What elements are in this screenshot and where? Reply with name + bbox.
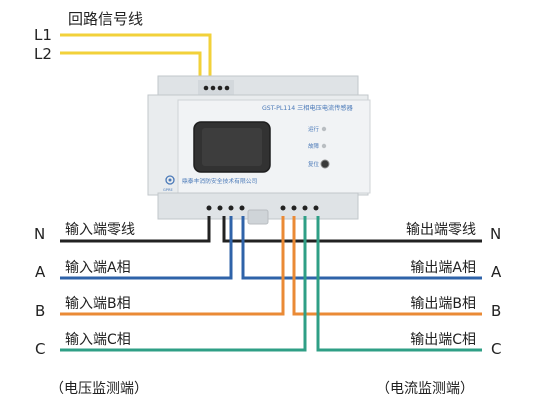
label-l1: L1 (34, 26, 52, 44)
device-model-title: GST-PL114 三相电压电流传感器 (262, 104, 354, 112)
indicator-fault-label: 故障 (308, 142, 320, 150)
brand-name: GPRE (163, 188, 173, 192)
indicator-run-led (321, 126, 327, 132)
wire-output-phase-b (292, 216, 482, 316)
label-l2: L2 (34, 45, 52, 63)
output-caption: （电流监测端） (376, 381, 474, 397)
right-phase-b: B (491, 302, 501, 320)
reset-button[interactable] (320, 159, 330, 169)
brand-logo-icon (165, 175, 175, 185)
wire-input-phase-a (60, 216, 233, 280)
left-phase-a: A (35, 263, 46, 281)
sensor-device: GST-PL114 三相电压电流传感器 运行 故障 复位 GPRE 鼎泰丰消防安… (147, 75, 371, 225)
output-phase-a-label: 输出端A相 (410, 260, 476, 276)
wire-input-phase-b (60, 216, 285, 316)
wire-output-neutral (222, 216, 482, 243)
left-phase-n: N (34, 225, 45, 243)
indicator-fault-led (321, 143, 327, 149)
company-name: 鼎泰丰消防安全技术有限公司 (182, 177, 258, 185)
output-phase-c-label: 输出端C相 (410, 332, 476, 348)
input-neutral-label: 输入端零线 (65, 222, 135, 238)
signal-wire-l1 (60, 33, 212, 78)
input-caption: （电压监测端） (50, 381, 148, 397)
indicator-run-label: 运行 (308, 125, 320, 133)
wire-output-phase-c (316, 216, 482, 352)
wire-input-neutral (60, 216, 211, 243)
input-phase-a-label: 输入端A相 (65, 260, 131, 276)
reset-label: 复位 (308, 160, 320, 168)
right-phase-n: N (490, 225, 501, 243)
wire-output-phase-a (241, 216, 482, 280)
left-phase-c: C (35, 340, 45, 358)
output-neutral-label: 输出端零线 (406, 222, 476, 238)
input-phase-c-label: 输入端C相 (65, 332, 131, 348)
output-phase-b-label: 输出端B相 (410, 296, 476, 312)
signal-wire-l2 (60, 51, 202, 78)
signal-line-title: 回路信号线 (68, 10, 143, 28)
right-phase-a: A (491, 263, 502, 281)
left-phase-b: B (35, 302, 45, 320)
bottom-terminals (206, 205, 319, 211)
signal-wires (60, 33, 212, 78)
wire-input-phase-c (60, 216, 307, 352)
input-phase-b-label: 输入端B相 (65, 296, 131, 312)
power-wires (60, 216, 482, 352)
right-phase-c: C (491, 340, 501, 358)
